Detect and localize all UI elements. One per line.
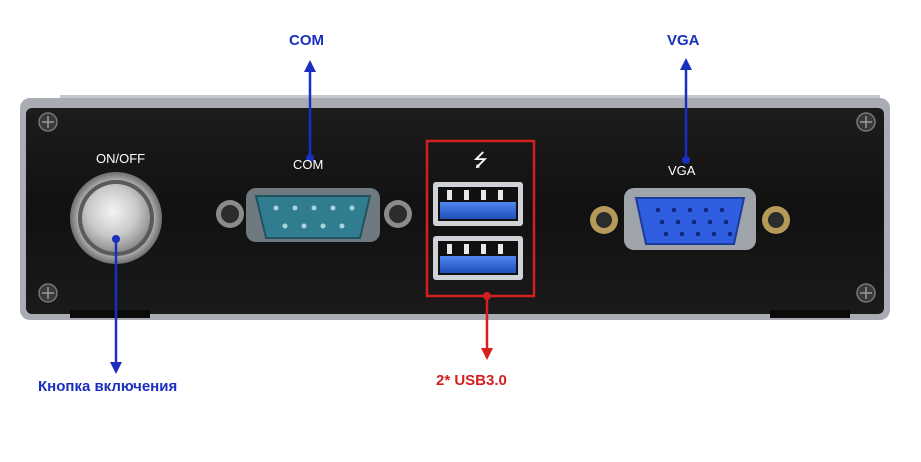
- usb-callout-arrow: [481, 292, 493, 360]
- vga-callout-arrow: [680, 58, 692, 164]
- com-callout-arrow: [304, 60, 316, 162]
- vga-port[interactable]: [590, 188, 790, 250]
- usb-port-top[interactable]: [433, 182, 523, 226]
- com-port[interactable]: [216, 188, 412, 242]
- power-button-callout-label: Кнопка включения: [38, 378, 178, 395]
- usb-callout-label: 2* USB3.0: [436, 372, 507, 389]
- com-panel-label: COM: [293, 157, 324, 172]
- vga-panel-label: VGA: [668, 163, 696, 178]
- usb-highlight-box: [425, 139, 536, 298]
- power-button[interactable]: [70, 172, 162, 264]
- usb-port-bottom[interactable]: [433, 236, 523, 280]
- power-callout-arrow: [110, 235, 122, 374]
- usb-symbol-icon: ⭍: [473, 150, 488, 170]
- vga-callout-label: VGA: [667, 32, 700, 49]
- on-off-label: ON/OFF: [96, 151, 146, 166]
- com-callout-label: COM: [289, 32, 324, 49]
